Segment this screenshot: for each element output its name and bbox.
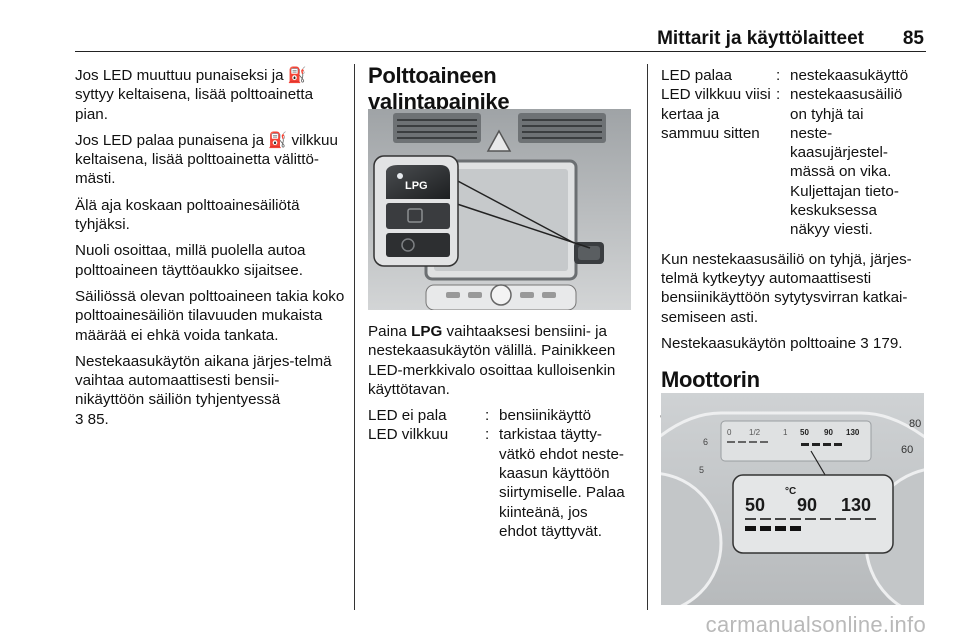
paragraph: Jos LED palaa punaisena ja ⛽ vilkkuu kel…	[75, 131, 338, 188]
svg-text:6: 6	[703, 437, 708, 447]
paragraph: Nestekaasukäytön aikana järjes-telmä vai…	[75, 352, 347, 429]
column-2-body: Paina LPG vaihtaaksesi bensiini- ja nest…	[368, 322, 634, 541]
big-temp-label: 90	[797, 495, 817, 515]
paragraph-text: vaihtaaksesi bensiini- ja nestekaasukäyt…	[368, 323, 616, 398]
page-title: Mittarit ja käyttölaitteet	[657, 28, 864, 49]
fuel-scale-label: 0	[727, 428, 732, 437]
temp-unit: °C	[785, 486, 796, 497]
coolant-temperature-figure: 6 5 60 80 0 1/2 1 50 90 130 50 90 130 °C	[661, 393, 924, 605]
paragraph-text: Nestekaasukäytön aikana järjes-telmä vai…	[75, 352, 332, 409]
table-key: LED ei pala	[368, 407, 447, 425]
lpg-button-figure: LPG	[368, 109, 631, 310]
table-value: nestekaasusäiliö on tyhjä tai neste-kaas…	[790, 86, 903, 239]
paragraph: Kun nestekaasusäiliö on tyhjä, järjes-te…	[661, 250, 912, 326]
page-reference[interactable]: 3 85.	[75, 410, 109, 428]
table-value: nestekaasukäyttö	[790, 67, 909, 84]
table-key: LED vilkkuu	[368, 426, 449, 444]
column-2: Polttoaineen valintapainike	[368, 63, 634, 115]
paragraph: Paina LPG vaihtaaksesi bensiini- ja nest…	[368, 322, 634, 399]
lpg-label: LPG	[411, 323, 443, 340]
temp-scale-label: 130	[846, 428, 860, 437]
temp-scale-label: 50	[800, 428, 809, 437]
paragraph: Nuoli osoittaa, millä puolella autoa pol…	[75, 242, 306, 279]
table-separator: :	[485, 426, 490, 444]
table-value: bensiinikäyttö	[499, 407, 592, 425]
paragraph: Säiliössä olevan polttoaineen takia koko…	[75, 287, 345, 344]
section-heading: Polttoaineen valintapainike	[368, 63, 510, 114]
big-temp-label: 50	[745, 495, 765, 515]
watermark: carmanualsonline.info	[705, 612, 926, 637]
table-key: LED palaa	[661, 67, 732, 84]
column-divider	[647, 64, 648, 610]
table-separator: :	[485, 407, 490, 425]
table-separator: :	[776, 86, 781, 104]
table-value: tarkistaa täytty-vätkö ehdot neste-kaasu…	[499, 426, 625, 540]
page-header: Mittarit ja käyttölaitteet 85	[75, 26, 926, 52]
lpg-button-label: LPG	[405, 180, 428, 192]
column-3: LED palaa : nestekaasukäyttö LED vilkkuu…	[661, 66, 929, 445]
column-divider	[354, 64, 355, 610]
gauge-number: 60	[901, 444, 913, 456]
temp-scale-label: 90	[824, 428, 833, 437]
page-number: 85	[902, 28, 924, 49]
paragraph: Älä aja koskaan polttoainesäiliötä tyhjä…	[75, 196, 300, 234]
dashboard-illustration: LPG	[368, 109, 631, 310]
instrument-cluster-illustration: 6 5 60 80 0 1/2 1 50 90 130 50 90 130 °C	[661, 393, 924, 605]
paragraph: Nestekaasukäytön polttoaine 3 179.	[661, 334, 903, 352]
column-1: Jos LED muuttuu punaiseksi ja ⛽ syttyy k…	[75, 66, 347, 429]
fuel-scale-label: 1	[783, 428, 788, 437]
big-temp-label: 130	[841, 495, 871, 515]
paragraph: Jos LED muuttuu punaiseksi ja ⛽ syttyy k…	[75, 67, 314, 123]
svg-text:5: 5	[699, 465, 704, 475]
gauge-number: 80	[909, 418, 921, 430]
fuel-scale-label: 1/2	[749, 428, 761, 437]
paragraph-text: Paina	[368, 323, 412, 340]
led-status-table: LED palaa : nestekaasukäyttö LED vilkkuu…	[661, 66, 929, 240]
led-status-table: LED ei pala : bensiinikäyttö LED vilkkuu…	[368, 406, 634, 541]
table-key: LED vilkkuu viisi kertaa ja sammuu sitte…	[661, 86, 771, 142]
table-separator: :	[776, 67, 781, 84]
